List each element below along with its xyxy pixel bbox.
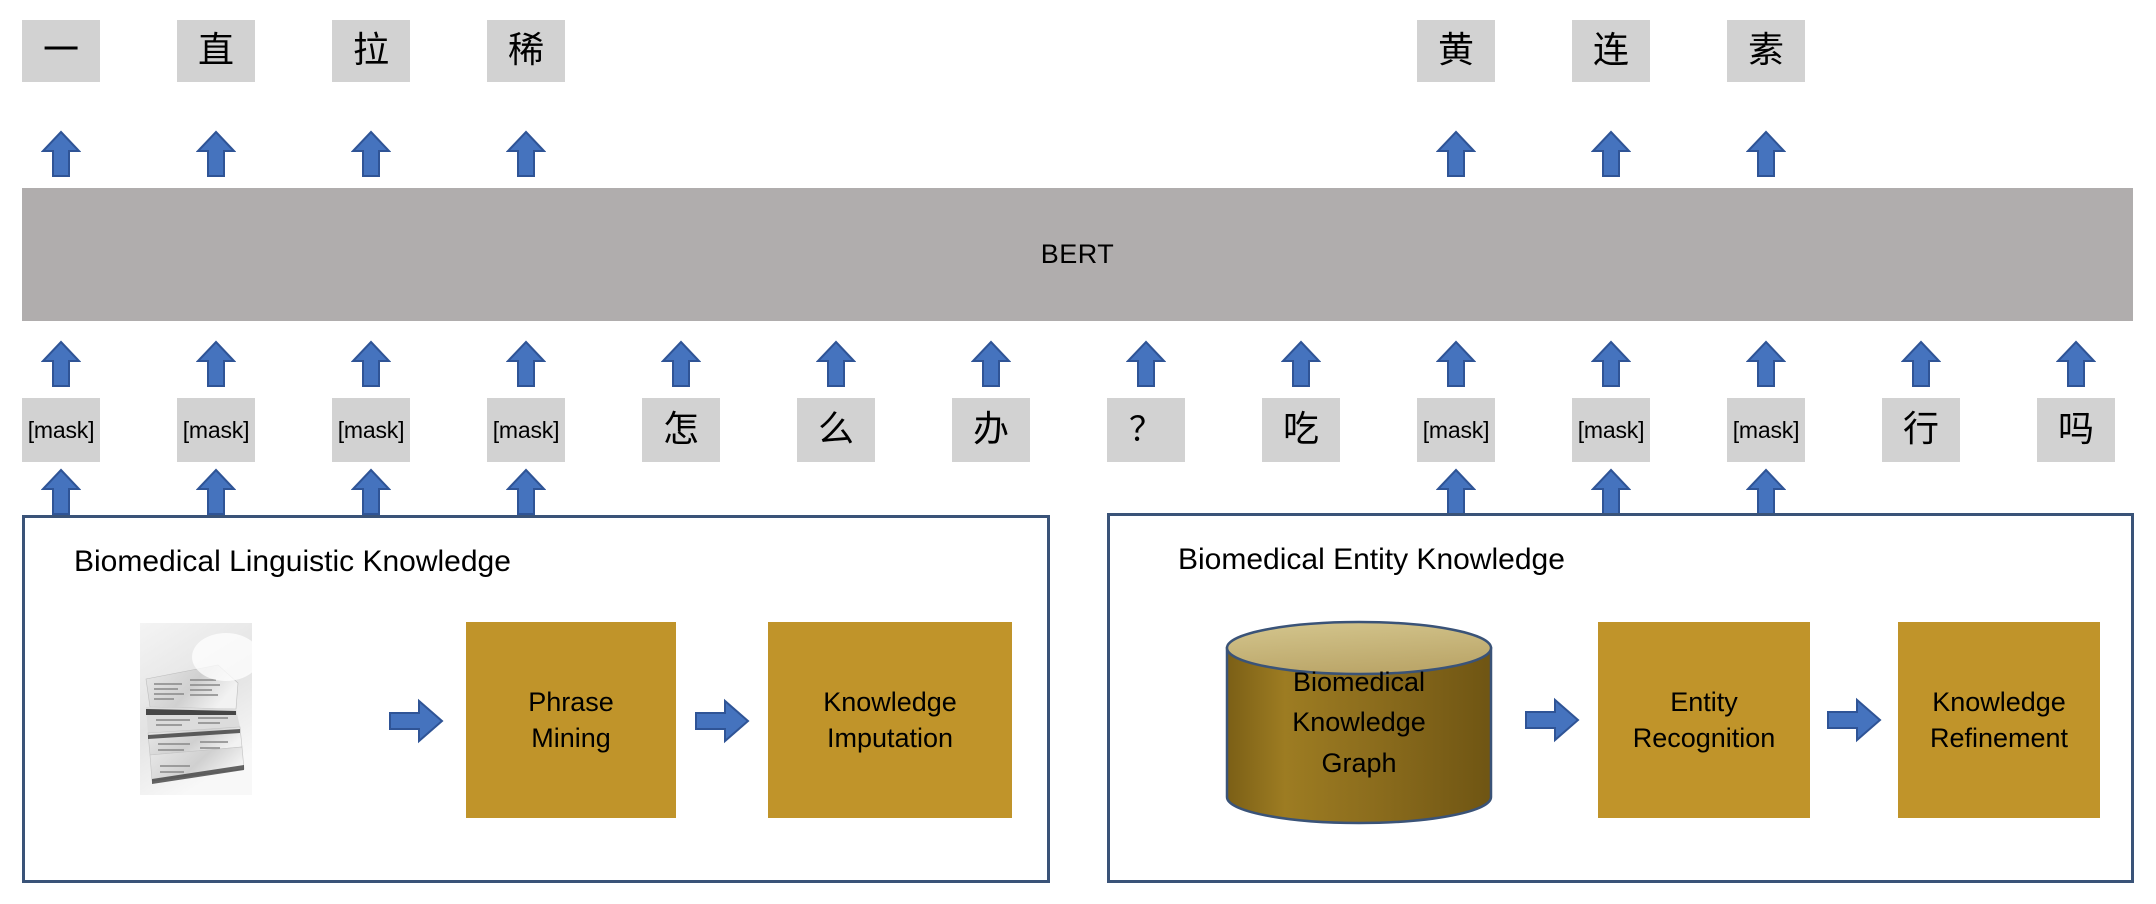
process-box-label: Entity Recognition xyxy=(1632,686,1776,753)
input-token: 么 xyxy=(797,398,875,462)
input-token: [mask] xyxy=(1727,398,1805,462)
arrow-up-icon xyxy=(351,468,391,516)
arrow-right-icon xyxy=(1826,696,1882,744)
arrow-up-icon xyxy=(506,468,546,516)
arrow-up-icon xyxy=(1281,340,1321,388)
process-box-entity-recognition: Entity Recognition xyxy=(1598,622,1810,818)
arrow-up-icon xyxy=(971,340,1011,388)
arrow-up-icon xyxy=(1436,130,1476,178)
arrow-up-icon xyxy=(661,340,701,388)
input-token: 怎 xyxy=(642,398,720,462)
arrow-right-icon xyxy=(694,697,750,745)
arrow-up-icon xyxy=(1591,340,1631,388)
arrow-up-icon xyxy=(41,340,81,388)
process-box-label: Phrase Mining xyxy=(528,686,614,753)
arrow-up-icon xyxy=(351,340,391,388)
input-token: [mask] xyxy=(1417,398,1495,462)
output-token: 稀 xyxy=(487,20,565,82)
input-token: 办 xyxy=(952,398,1030,462)
arrow-up-icon xyxy=(196,468,236,516)
bert-label: BERT xyxy=(1040,239,1115,269)
input-token: [mask] xyxy=(177,398,255,462)
process-box-phrase-mining: Phrase Mining xyxy=(466,622,676,818)
input-token: [mask] xyxy=(487,398,565,462)
input-token: 行 xyxy=(1882,398,1960,462)
output-token: 黄 xyxy=(1417,20,1495,82)
bert-encoder-bar: BERT xyxy=(22,188,2133,321)
database-cylinder-icon: Biomedical Knowledge Graph xyxy=(1224,620,1494,825)
process-box-knowledge-refinement: Knowledge Refinement xyxy=(1898,622,2100,818)
arrow-up-icon xyxy=(816,340,856,388)
process-box-label: Knowledge Refinement xyxy=(1929,686,2069,753)
output-token: 拉 xyxy=(332,20,410,82)
arrow-up-icon xyxy=(196,130,236,178)
panel-title-entity: Biomedical Entity Knowledge xyxy=(1178,543,1565,576)
output-token: 一 xyxy=(22,20,100,82)
arrow-up-icon xyxy=(1436,340,1476,388)
output-token: 连 xyxy=(1572,20,1650,82)
output-token: 素 xyxy=(1727,20,1805,82)
arrow-up-icon xyxy=(1746,130,1786,178)
input-token: [mask] xyxy=(1572,398,1650,462)
input-token: 吗 xyxy=(2037,398,2115,462)
newspaper-image-icon xyxy=(140,623,252,795)
input-token: ？ xyxy=(1107,398,1185,462)
arrow-up-icon xyxy=(506,340,546,388)
arrow-right-icon xyxy=(1524,696,1580,744)
arrow-up-icon xyxy=(351,130,391,178)
process-box-label: Knowledge Imputation xyxy=(823,686,957,753)
output-token: 直 xyxy=(177,20,255,82)
arrow-up-icon xyxy=(1436,468,1476,516)
arrow-right-icon xyxy=(388,697,444,745)
arrow-up-icon xyxy=(1591,130,1631,178)
arrow-up-icon xyxy=(1591,468,1631,516)
arrow-up-icon xyxy=(41,130,81,178)
input-token: 吃 xyxy=(1262,398,1340,462)
arrow-up-icon xyxy=(1746,340,1786,388)
arrow-up-icon xyxy=(1746,468,1786,516)
arrow-up-icon xyxy=(1126,340,1166,388)
process-box-knowledge-imputation: Knowledge Imputation xyxy=(768,622,1012,818)
arrow-up-icon xyxy=(41,468,81,516)
arrow-up-icon xyxy=(1901,340,1941,388)
panel-title-linguistic: Biomedical Linguistic Knowledge xyxy=(74,545,511,578)
input-token: [mask] xyxy=(332,398,410,462)
input-token: [mask] xyxy=(22,398,100,462)
arrow-up-icon xyxy=(506,130,546,178)
arrow-up-icon xyxy=(196,340,236,388)
arrow-up-icon xyxy=(2056,340,2096,388)
